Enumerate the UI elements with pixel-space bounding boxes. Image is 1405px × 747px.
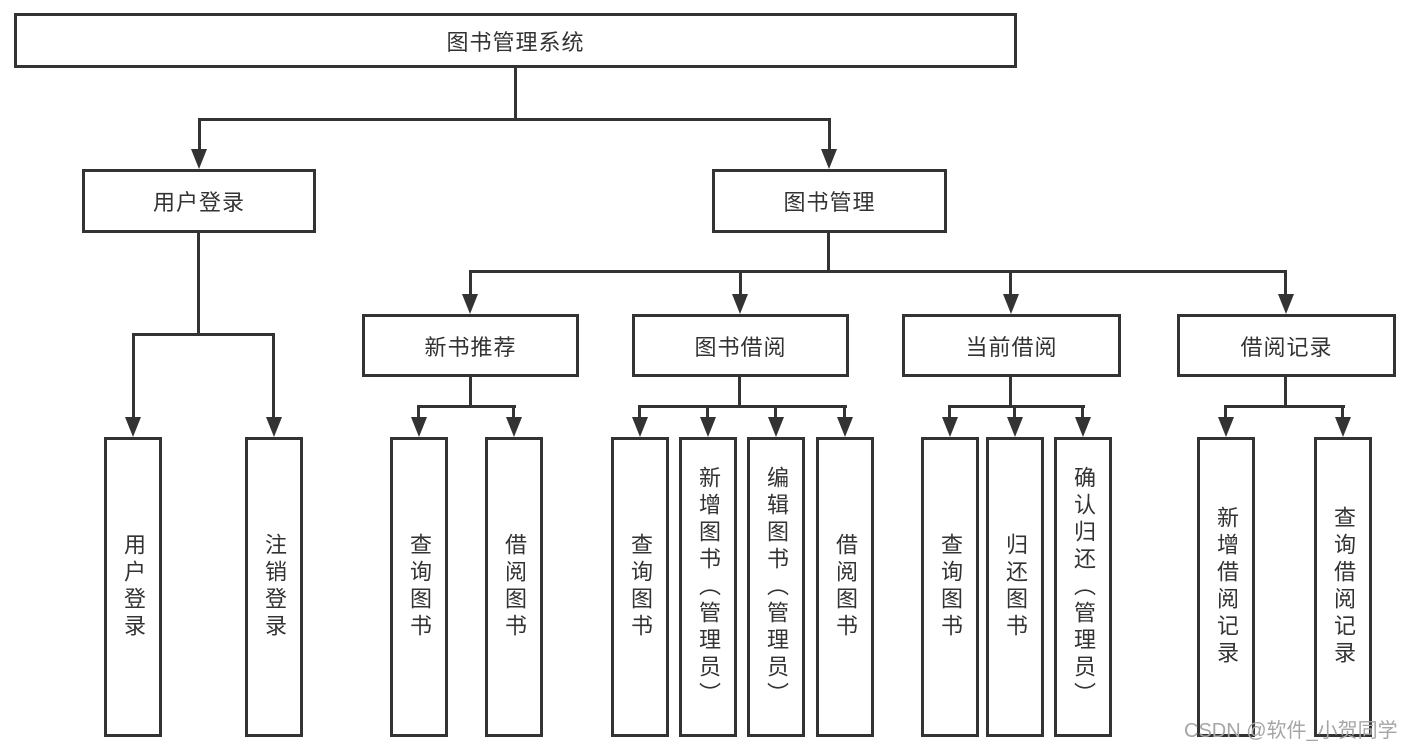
connector-new-book-hbar [417,405,516,408]
connector-drop-add-record [1224,405,1227,421]
connector-drop-confirm-return [1081,405,1084,421]
connector-current-borrow-hbar [948,405,1085,408]
arrowhead-query-books-1 [411,417,427,437]
leaf-query-borrow-record-label: 查询借阅记录 [1331,506,1356,668]
connector-new-book-stem [469,377,472,408]
leaf-query-books-1-label: 查询图书 [407,533,432,641]
arrowhead-return-book [1007,417,1023,437]
arrowhead-book-borrow [732,294,748,314]
leaf-borrow-books-2-label: 借阅图书 [833,533,858,641]
connector-drop-borrow-books-1 [512,405,515,421]
node-borrow-records-label: 借阅记录 [1240,334,1333,360]
connector-drop-current-borrow [1009,270,1012,298]
connector-user-login-stem [197,233,200,336]
arrowhead-new-book-recommend [462,294,478,314]
leaf-query-books-2-label: 查询图书 [628,533,653,641]
connector-drop-borrow-records [1284,270,1287,298]
arrowhead-query-record [1335,417,1351,437]
node-user-login-label: 用户登录 [152,190,245,215]
connector-user-login-hbar [132,333,274,336]
node-user-login: 用户登录 [82,169,316,233]
connector-root-stem [514,66,517,120]
arrowhead-user-login [191,149,207,169]
arrowhead-leaf-login [125,417,141,437]
leaf-add-borrow-record: 新增借阅记录 [1197,437,1255,737]
connector-drop-query-books-1 [417,405,420,421]
arrowhead-add-book [700,417,716,437]
connector-root-right-drop [828,118,831,152]
leaf-edit-book-admin: 编辑图书（管理员） [747,437,805,737]
leaf-logout-label: 注销登录 [262,533,287,641]
leaf-logout: 注销登录 [245,437,303,737]
leaf-add-book-admin: 新增图书（管理员） [679,437,737,737]
arrowhead-query-books-2 [632,417,648,437]
connector-drop-query-books-2 [638,405,641,421]
arrowhead-borrow-records [1278,294,1294,314]
connector-drop-borrow-books-2 [843,405,846,421]
connector-book-mgmt-hbar [469,270,1287,273]
connector-current-borrow-stem [1009,377,1012,408]
leaf-query-books-2: 查询图书 [611,437,669,737]
leaf-borrow-books-1-label: 借阅图书 [502,533,527,641]
arrowhead-query-books-3 [942,417,958,437]
arrowhead-borrow-books-2 [837,417,853,437]
node-book-borrow-label: 图书借阅 [694,334,787,360]
connector-drop-edit-book [774,405,777,421]
connector-book-mgmt-stem [827,233,830,273]
arrowhead-book-management [821,149,837,169]
leaf-return-book: 归还图书 [986,437,1044,737]
connector-book-borrow-stem [738,377,741,408]
connector-drop-leaf-login [132,333,135,420]
leaf-query-borrow-record: 查询借阅记录 [1314,437,1372,737]
connector-drop-add-book [706,405,709,421]
arrowhead-add-record [1218,417,1234,437]
node-new-book-recommend-label: 新书推荐 [424,334,517,360]
leaf-confirm-return-admin-label: 确认归还（管理员） [1071,465,1096,709]
leaf-borrow-books-2: 借阅图书 [816,437,874,737]
arrowhead-confirm-return [1075,417,1091,437]
leaf-query-books-1: 查询图书 [390,437,448,737]
leaf-query-books-3: 查询图书 [921,437,979,737]
connector-drop-new-book [469,270,472,298]
connector-drop-book-borrow [739,270,742,298]
connector-drop-query-record [1341,405,1344,421]
node-borrow-records: 借阅记录 [1177,314,1396,377]
connector-borrow-records-hbar [1224,405,1345,408]
leaf-user-login-label: 用户登录 [121,533,146,641]
leaf-edit-book-admin-label: 编辑图书（管理员） [764,465,789,709]
node-book-management-label: 图书管理 [783,190,876,215]
leaf-borrow-books-1: 借阅图书 [485,437,543,737]
node-book-borrow: 图书借阅 [632,314,849,377]
connector-drop-return-book [1013,405,1016,421]
connector-root-hbar [198,118,831,121]
connector-drop-leaf-logout [272,333,275,420]
connector-drop-query-books-3 [948,405,951,421]
leaf-add-borrow-record-label: 新增借阅记录 [1214,506,1239,668]
connector-root-left-drop [198,118,201,152]
node-new-book-recommend: 新书推荐 [362,314,579,377]
leaf-add-book-admin-label: 新增图书（管理员） [696,465,721,709]
node-current-borrow: 当前借阅 [902,314,1121,377]
node-root-label: 图书管理系统 [446,29,585,55]
leaf-confirm-return-admin: 确认归还（管理员） [1054,437,1112,737]
csdn-watermark: CSDN @软件_小贺同学 [1184,720,1398,742]
node-book-management: 图书管理 [712,169,947,233]
arrowhead-borrow-books-1 [506,417,522,437]
arrowhead-current-borrow [1003,294,1019,314]
leaf-return-book-label: 归还图书 [1003,533,1028,641]
arrowhead-leaf-logout [266,417,282,437]
node-root: 图书管理系统 [14,13,1017,68]
connector-borrow-records-stem [1284,377,1287,408]
leaf-user-login: 用户登录 [104,437,162,737]
arrowhead-edit-book [768,417,784,437]
leaf-query-books-3-label: 查询图书 [938,533,963,641]
node-current-borrow-label: 当前借阅 [965,334,1058,360]
connector-book-borrow-hbar [638,405,847,408]
